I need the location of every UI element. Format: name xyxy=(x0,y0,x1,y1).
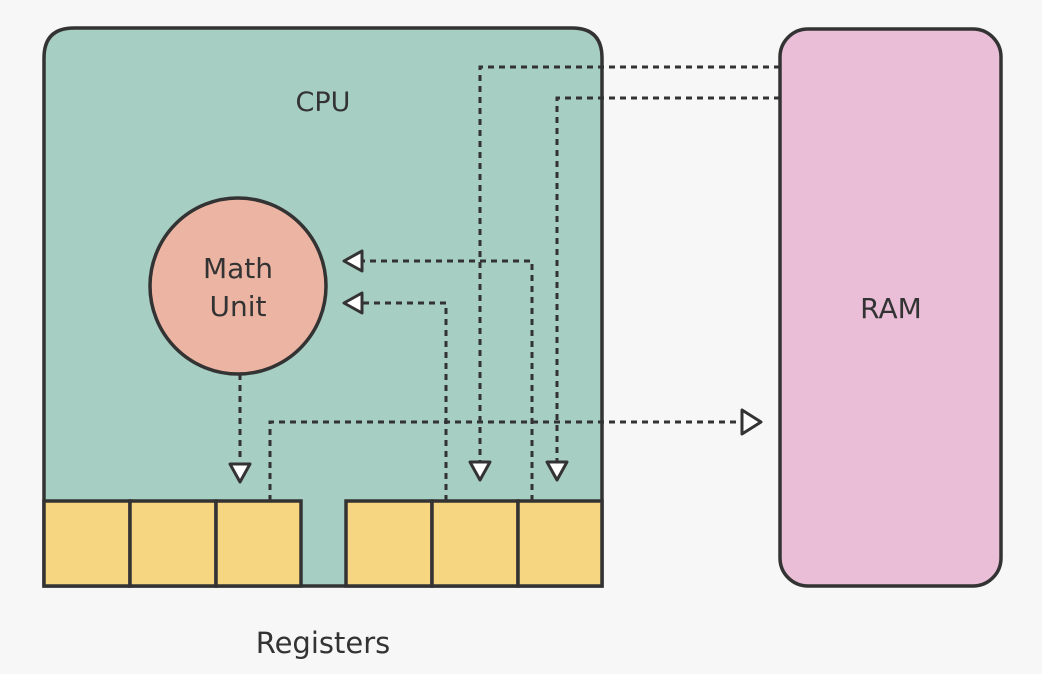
register-group-left xyxy=(42,499,303,588)
arrowhead-down-icon xyxy=(228,462,252,484)
math-unit xyxy=(148,196,328,376)
register-cell xyxy=(344,499,434,588)
arrowhead-right-icon xyxy=(740,408,763,436)
register-cell xyxy=(516,499,604,588)
math-unit-label-line1: Math xyxy=(203,252,273,285)
register-group-right xyxy=(344,499,604,588)
wire-register-3-to-ram xyxy=(268,420,742,501)
register-cell xyxy=(430,499,520,588)
wire-ram-to-register-5 xyxy=(478,65,780,462)
wire-register-4-to-math-unit xyxy=(362,301,448,501)
ram-label: RAM xyxy=(860,292,922,325)
register-cell xyxy=(214,499,303,588)
registers-label: Registers xyxy=(256,626,391,660)
wire-ram-to-register-6 xyxy=(555,96,780,462)
cpu-label: CPU xyxy=(296,87,351,118)
register-cell xyxy=(128,499,218,588)
arrowhead-down-icon xyxy=(468,460,492,482)
register-cell xyxy=(42,499,132,588)
arrowhead-left-icon xyxy=(342,249,364,273)
ram-block xyxy=(778,27,1003,588)
arrowhead-left-icon xyxy=(342,291,364,315)
arrowhead-down-icon xyxy=(545,460,569,482)
math-unit-label-line2: Unit xyxy=(210,290,267,323)
